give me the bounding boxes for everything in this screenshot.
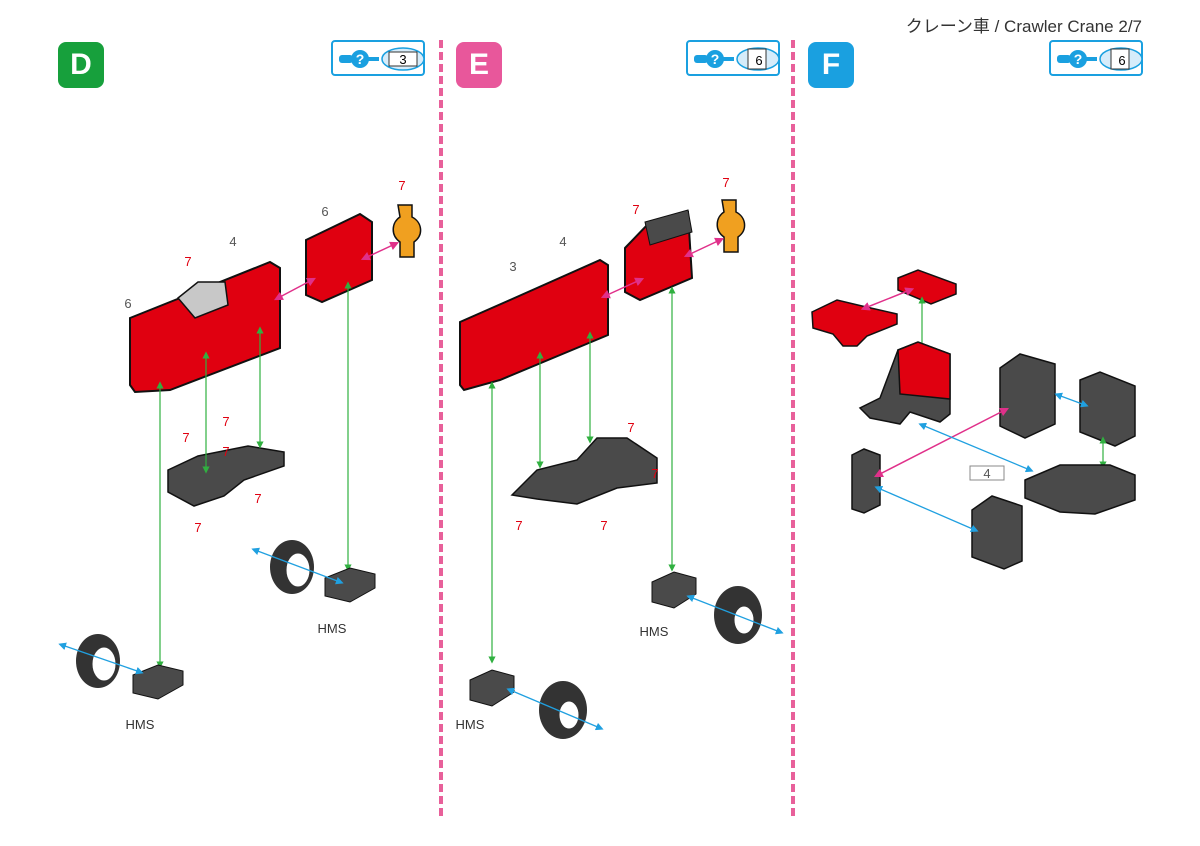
help-question-icon: ? 6 (694, 47, 780, 71)
svg-text:?: ? (711, 51, 720, 67)
svg-text:?: ? (356, 51, 365, 67)
wheel-icon (270, 540, 314, 594)
step-f-badge: F (808, 42, 854, 88)
panel-divider (791, 40, 795, 816)
gray-part (999, 353, 1056, 439)
step-e-badge: E (456, 42, 502, 88)
part-labels-e: 3 4 7 7 7 7 7 7 HMS HMS (456, 175, 730, 732)
part-label: 7 (627, 420, 634, 435)
gray-block (176, 281, 229, 319)
part-labels-d: 6 7 4 6 7 7 7 7 7 7 HMS HMS (124, 178, 405, 732)
part-label: 4 (559, 234, 566, 249)
help-number: 6 (1118, 53, 1125, 68)
help-question-icon: ? 3 (339, 47, 425, 71)
part-label: 6 (321, 204, 328, 219)
hms-label: HMS (456, 717, 485, 732)
gray-base-parts (510, 437, 658, 505)
help-number: 6 (755, 53, 762, 68)
hms-label: HMS (126, 717, 155, 732)
hub-part (469, 669, 515, 707)
part-label: 7 (222, 414, 229, 429)
panel-d (58, 204, 422, 700)
wheel-icon (539, 681, 587, 739)
part-label: 7 (182, 430, 189, 445)
part-label: 7 (632, 202, 639, 217)
help-part-badge-e: ? 6 (686, 40, 780, 76)
red-block-assembly (459, 258, 609, 392)
gray-cross-part (971, 495, 1023, 570)
page-title: クレーン車 / Crawler Crane 2/7 (905, 17, 1142, 36)
part-label: 6 (124, 296, 131, 311)
svg-text:?: ? (1074, 51, 1083, 67)
panel-f (811, 269, 1136, 570)
part-label: 4 (983, 466, 990, 481)
part-label: 3 (509, 259, 516, 274)
part-label: 7 (722, 175, 729, 190)
gray-vertical-part (851, 448, 881, 514)
part-label: 7 (651, 466, 658, 481)
gray-cross-part (1079, 371, 1136, 447)
part-label: 7 (398, 178, 405, 193)
hms-label: HMS (318, 621, 347, 636)
part-label: 7 (515, 518, 522, 533)
gray-base-part (1024, 464, 1136, 515)
help-part-badge-f: ? 6 (1049, 40, 1143, 76)
hub-part (324, 567, 376, 603)
help-number: 3 (399, 52, 406, 67)
red-block (305, 212, 373, 304)
part-label: 7 (184, 254, 191, 269)
red-cross-part (811, 299, 898, 347)
panel-e (459, 199, 784, 739)
panel-divider (439, 40, 443, 816)
part-labels-f: 4 (969, 465, 1005, 481)
part-label: 4 (229, 234, 236, 249)
part-label: 7 (222, 444, 229, 459)
part-label: 7 (600, 518, 607, 533)
hub-part (132, 664, 184, 700)
orange-joint (716, 199, 746, 253)
gray-base-parts (167, 445, 285, 507)
part-label: 7 (194, 520, 201, 535)
help-part-badge-d: ? 3 (331, 40, 425, 76)
orange-joint (392, 204, 422, 258)
part-label: 7 (254, 491, 261, 506)
help-question-icon: ? 6 (1057, 47, 1143, 71)
hms-label: HMS (640, 624, 669, 639)
step-d-badge: D (58, 42, 104, 88)
wheel-icon (76, 634, 120, 688)
hub-part (651, 571, 697, 609)
red-part (897, 269, 957, 305)
